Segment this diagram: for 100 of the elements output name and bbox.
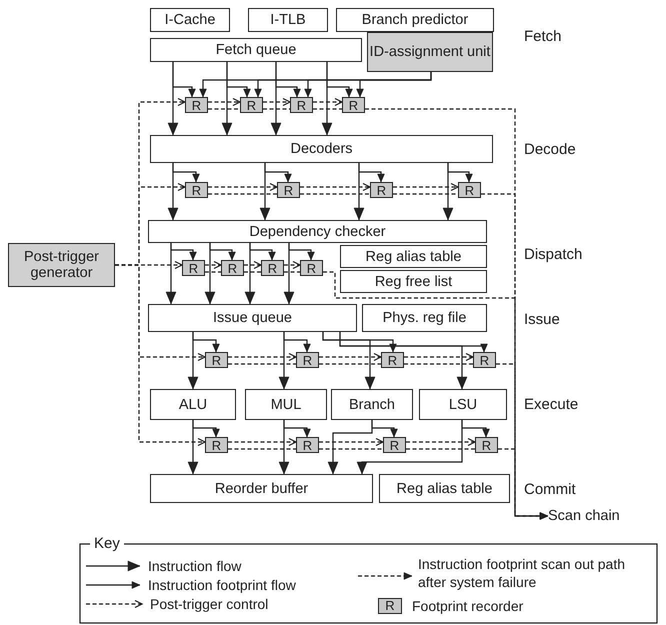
legend-text: Instruction footprint flow (148, 576, 296, 594)
legend-title: Key (90, 535, 124, 553)
dashed-arrow (263, 98, 291, 106)
stage-label: Commit (524, 481, 576, 499)
recorder-box: R (300, 260, 323, 276)
unit-box: Issue queue (148, 304, 357, 332)
arrow (322, 332, 397, 352)
generator-box: Post-trigger generator (8, 243, 115, 287)
endpoint-label: Scan chain (548, 507, 638, 525)
recorder-box: R (221, 260, 244, 276)
dashed-arrow (228, 352, 297, 362)
dashed-arrow (228, 438, 297, 446)
dashed-arrow (313, 98, 343, 106)
unit-box: LSU (419, 389, 507, 420)
dashed-connector (404, 363, 473, 365)
recorder-box: R (205, 437, 228, 453)
dashed-arrow (319, 438, 384, 446)
unit-box: Fetch queue (150, 38, 362, 62)
arrow (172, 163, 200, 182)
arrow (326, 62, 353, 98)
arrow (170, 243, 197, 260)
legend-text: Instruction flow (148, 557, 242, 575)
dashed-connector (208, 193, 277, 195)
recorder-box: R (296, 352, 319, 368)
arrow (356, 72, 432, 98)
dashed-arrow (205, 260, 222, 270)
dashed-arrow (319, 352, 382, 362)
unit-box: Phys. reg file (362, 304, 487, 332)
legend-text: Instruction footprint scan out path after system failure (418, 555, 626, 591)
recorder-box: R (277, 182, 300, 198)
arrow (447, 163, 473, 182)
dashed-arrow (498, 448, 548, 520)
unit-box: Dependency checker (148, 220, 487, 243)
recorder-box: R (458, 182, 481, 198)
arrow (172, 62, 196, 98)
dashed-connector (406, 448, 475, 450)
recorder-box: R (182, 260, 205, 276)
stage-label: Decode (524, 141, 576, 159)
arrow (461, 420, 490, 438)
legend-text: Footprint recorder (412, 597, 524, 615)
dashed-connector (228, 448, 296, 450)
unit-box: Branch (331, 389, 413, 420)
dashed-connector (284, 271, 300, 273)
dashed-arrow (208, 182, 278, 192)
arrow (192, 332, 220, 352)
dashed-connector (313, 108, 342, 110)
unit-box: Reg alias table (379, 474, 510, 503)
recorder-box: R (381, 352, 404, 368)
recorder-box: R (240, 97, 263, 113)
dashed-connector (263, 108, 290, 110)
stage-label: Execute (524, 396, 578, 414)
arrow (226, 62, 251, 98)
unit-box: Reorder buffer (150, 474, 373, 503)
unit-box: ALU (150, 389, 236, 420)
dashed-connector (300, 193, 370, 195)
arrow (339, 332, 488, 352)
unit-box: I-TLB (248, 8, 328, 32)
recorder-box: R (370, 182, 393, 198)
unit-box: Reg alias table (340, 245, 487, 268)
dashed-connector (319, 448, 383, 450)
dashed-connector (208, 108, 240, 110)
dashed-arrow (393, 182, 459, 192)
recorder-box: R (185, 182, 208, 198)
dashed-arrow (115, 264, 206, 446)
stage-label: Dispatch (524, 246, 582, 264)
dashed-arrow (244, 260, 262, 270)
legend-text: Post-trigger control (150, 595, 268, 613)
recorder-box: R (205, 352, 228, 368)
dashed-arrow (208, 98, 241, 106)
recorder-box: R (185, 97, 208, 113)
stage-label: Issue (524, 311, 560, 329)
arrow (358, 163, 385, 182)
recorder-box: R (261, 260, 284, 276)
recorder-box: R (290, 97, 313, 113)
arrow (288, 243, 315, 260)
recorder-box: R (473, 352, 496, 368)
dashed-connector (244, 271, 261, 273)
arrow (283, 420, 311, 438)
dashed-connector (319, 363, 381, 365)
recorder-box: R (383, 437, 406, 453)
unit-box: Reg free list (340, 270, 487, 293)
dashed-connector (393, 193, 458, 195)
recorder-box: R (475, 437, 498, 453)
dashed-connector (228, 363, 296, 365)
unit-box: Decoders (150, 135, 493, 163)
arrow (264, 163, 292, 182)
stage-label: Fetch (524, 28, 562, 46)
arrow (283, 332, 311, 352)
arrow (249, 243, 276, 260)
unit-box: I-Cache (150, 8, 230, 32)
arrow (275, 62, 301, 98)
unit-box: ID-assignment unit (367, 32, 493, 72)
dashed-arrow (284, 260, 301, 270)
arrow (209, 243, 236, 260)
dashed-arrow (300, 182, 371, 192)
arrow (371, 420, 398, 438)
recorder-box: R (296, 437, 319, 453)
unit-box: MUL (245, 389, 327, 420)
recorder-box: R (342, 97, 365, 113)
unit-box: Branch predictor (336, 8, 494, 32)
